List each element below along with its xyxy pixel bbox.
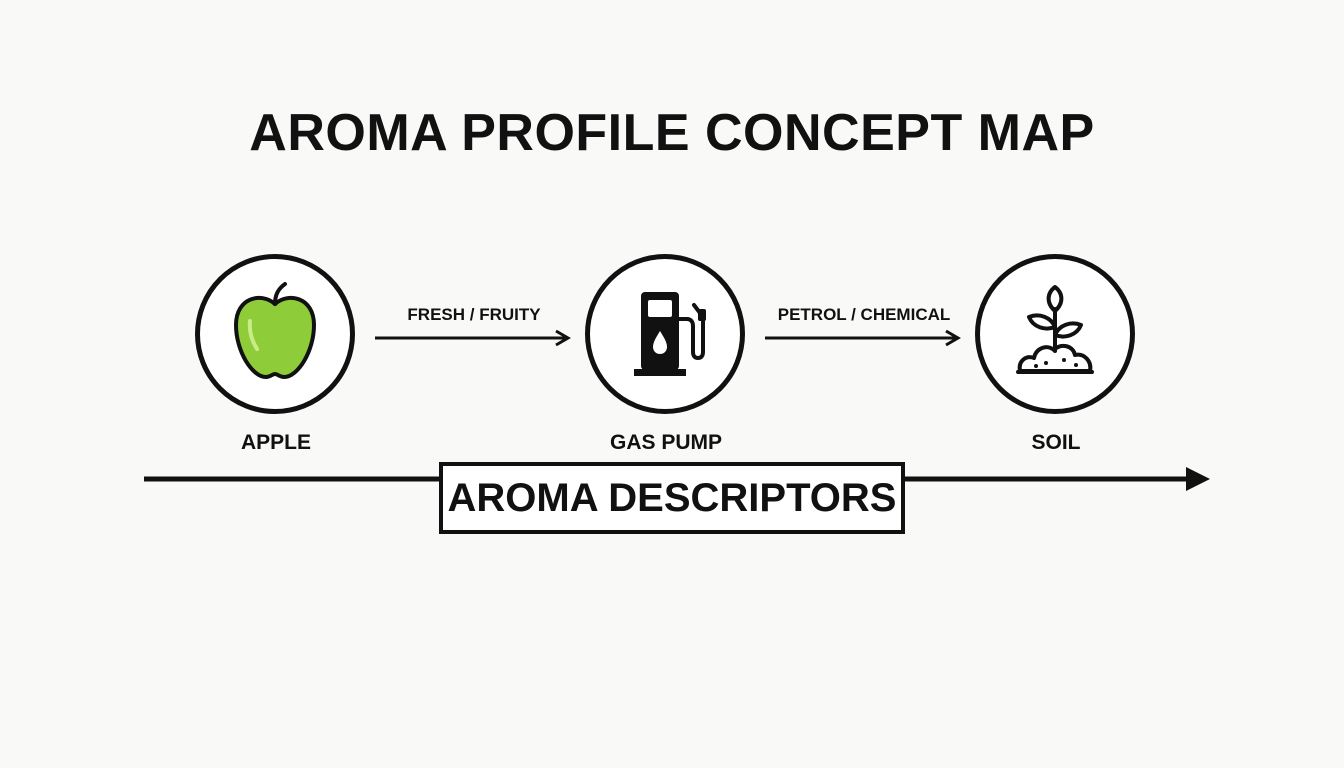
node-gas-pump (585, 254, 745, 414)
node-apple (195, 254, 355, 414)
node-label-gas-pump: GAS PUMP (609, 431, 722, 454)
axis-label-box: AROMA DESCRIPTORS (439, 462, 905, 534)
edge-label-fresh-fruity: FRESH / FRUITY (407, 305, 541, 324)
node-soil (975, 254, 1135, 414)
node-label-soil: SOIL (1031, 431, 1081, 454)
soil-sprout-icon (1016, 285, 1094, 374)
edge-arrow-gas-pump-to-soil (765, 329, 961, 347)
edge-arrow-apple-to-gas-pump (375, 329, 571, 347)
node-label-apple: APPLE (240, 431, 311, 454)
axis-label: AROMA DESCRIPTORS (447, 475, 897, 520)
gas-pump-icon (634, 292, 706, 376)
apple-icon (234, 282, 316, 379)
diagram-title: AROMA PROFILE CONCEPT MAP (249, 104, 1095, 162)
edge-label-petrol-chemical: PETROL / CHEMICAL (777, 305, 951, 324)
